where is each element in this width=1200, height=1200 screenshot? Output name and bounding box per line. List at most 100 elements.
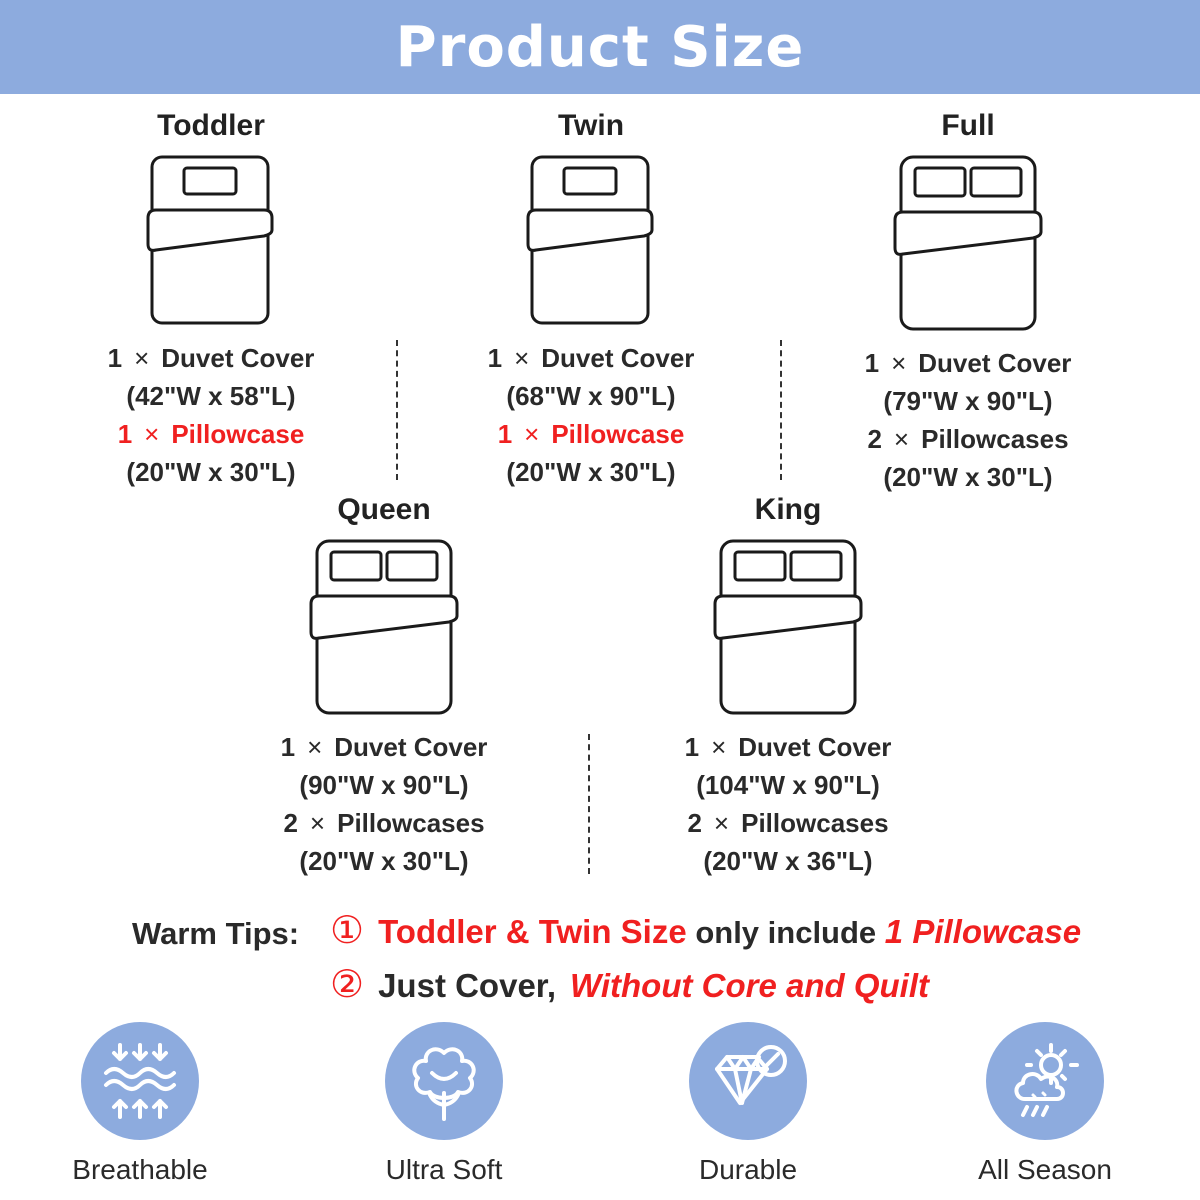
item-quantity: 1: [487, 343, 503, 373]
item-name: Pillowcase: [171, 419, 305, 449]
weather-icon: [1014, 1043, 1079, 1117]
times-sign: ×: [891, 348, 907, 378]
tip-text: Just Cover,: [378, 967, 556, 1004]
size-twin: Twin 1×Duvet Cover(68"W x 90"L)1×Pillowc…: [441, 108, 741, 491]
double-bed-icon: [309, 539, 459, 715]
times-sign: ×: [893, 424, 910, 454]
feature-label: All Season: [978, 1154, 1112, 1185]
item-quantity: 2: [867, 424, 882, 454]
spec-list: 1 × Duvet Cover (104"W x 90"L) 2 × Pillowcases…: [638, 728, 938, 880]
times-sign: ×: [134, 343, 150, 373]
dimension-line: (20"W x 30"L): [506, 457, 676, 487]
warm-tips: Warm Tips: ① Toddler & Twin Size only inc…: [0, 906, 1200, 1016]
item-name: Pillowcases: [337, 808, 485, 838]
feature-durable: Durable: [638, 1022, 858, 1186]
size-name: Queen: [337, 493, 431, 526]
tip-1: ① Toddler & Twin Size only include 1 Pill…: [330, 908, 1081, 953]
single-bed-icon: [146, 155, 274, 325]
feature-icon-circle: [81, 1022, 199, 1140]
size-queen: Queen 1 × Duvet Cover (90"W x 90"L)2 × Pillow…: [234, 492, 534, 880]
size-name: King: [754, 493, 822, 526]
feature-ultra-soft: Ultra Soft: [334, 1022, 554, 1186]
dimension-line: (20"W x 30"L): [299, 846, 469, 876]
spec-list: 1 × Duvet Cover (79"W x 90"L)2 × Pillowcases (…: [818, 344, 1118, 496]
item-name: Pillowcase: [551, 419, 685, 449]
double-bed-icon: [893, 155, 1043, 331]
divider: [780, 340, 782, 480]
item-name: Pillowcases: [741, 808, 889, 838]
title-banner: Product Size: [0, 0, 1200, 94]
item-line: 1 × Duvet Cover: [234, 728, 534, 766]
item-line: 2 × Pillowcases: [818, 420, 1118, 458]
size-name: Toddler: [157, 109, 265, 142]
divider: [588, 734, 590, 874]
tip-2: ② Just Cover, Without Core and Quilt: [330, 962, 929, 1007]
item-line: 1 × Pillowcase: [61, 415, 361, 453]
times-sign: ×: [514, 343, 530, 373]
item-name: Duvet Cover: [334, 732, 488, 762]
tip-highlight: Toddler & Twin Size: [378, 913, 687, 950]
item-name: Duvet Cover: [541, 343, 695, 373]
times-sign: ×: [713, 808, 730, 838]
cotton-icon: [412, 1047, 476, 1121]
item-line: 2 × Pillowcases: [234, 804, 534, 842]
item-quantity: 1: [497, 419, 513, 449]
feature-icon-circle: [385, 1022, 503, 1140]
item-name: Duvet Cover: [161, 343, 315, 373]
dimension-line: (104"W x 90"L): [696, 770, 880, 800]
feature-label: Durable: [698, 1154, 798, 1185]
times-sign: ×: [144, 419, 160, 449]
tip-highlight: Without Core and Quilt: [570, 967, 929, 1004]
dimension-line: (20"W x 30"L): [126, 457, 296, 487]
item-line: 1 × Duvet Cover: [441, 339, 741, 377]
item-name: Duvet Cover: [738, 732, 892, 762]
size-full: Full 1 × Duvet Cover (79"W x 90"L)2 × Pillowc…: [818, 108, 1118, 496]
dimension-line: (42"W x 58"L): [126, 381, 296, 411]
feature-all-season: All Season: [935, 1022, 1155, 1186]
feature-label: Ultra Soft: [385, 1154, 503, 1185]
times-sign: ×: [711, 732, 727, 762]
item-line: 2 × Pillowcases: [638, 804, 938, 842]
item-quantity: 1: [107, 343, 123, 373]
item-quantity: 1: [280, 732, 296, 762]
times-sign: ×: [524, 419, 540, 449]
item-quantity: 1: [864, 348, 880, 378]
dimension-line: (20"W x 30"L): [883, 462, 1053, 492]
item-line: 1 × Duvet Cover: [638, 728, 938, 766]
times-sign: ×: [307, 732, 323, 762]
circled-number: ②: [330, 964, 365, 1006]
times-sign: ×: [309, 808, 326, 838]
divider: [396, 340, 398, 480]
diamond-icon: [715, 1045, 787, 1105]
single-bed-icon: [526, 155, 654, 325]
size-name: Twin: [557, 109, 625, 142]
page-title: Product Size: [395, 14, 805, 80]
feature-label: Breathable: [72, 1154, 208, 1185]
size-king: King 1 × Duvet Cover (104"W x 90"L) 2 × Pillow…: [638, 492, 938, 880]
feature-breathable: Breathable: [30, 1022, 250, 1186]
tip-text: only include: [686, 915, 885, 950]
item-line: 1 × Duvet Cover: [61, 339, 361, 377]
spec-list: 1×Duvet Cover(42"W x 58"L)1×Pillowcase(2…: [61, 339, 361, 491]
feature-icon-circle: [689, 1022, 807, 1140]
item-quantity: 2: [687, 808, 702, 838]
item-quantity: 1: [684, 732, 700, 762]
item-quantity: 1: [117, 419, 133, 449]
size-toddler: Toddler 1×Duvet Cover(42"W x 58"L)1×Pill…: [61, 108, 361, 491]
item-name: Duvet Cover: [918, 348, 1072, 378]
spec-list: 1×Duvet Cover(68"W x 90"L)1×Pillowcase(2…: [441, 339, 741, 491]
dimension-line: (79"W x 90"L): [883, 386, 1053, 416]
size-name: Full: [941, 109, 995, 142]
item-quantity: 2: [283, 808, 298, 838]
item-line: 1 × Pillowcase: [441, 415, 741, 453]
spec-list: 1 × Duvet Cover (90"W x 90"L)2 × Pillowcases (…: [234, 728, 534, 880]
feature-icon-circle: [986, 1022, 1104, 1140]
double-bed-icon: [713, 539, 863, 715]
item-line: 1 × Duvet Cover: [818, 344, 1118, 382]
tip-highlight: 1 Pillowcase: [884, 913, 1082, 950]
tips-label: Warm Tips:: [132, 916, 300, 951]
item-name: Pillowcases: [921, 424, 1069, 454]
dimension-line: (90"W x 90"L): [299, 770, 469, 800]
dimension-line: (20"W x 36"L): [703, 846, 873, 876]
circled-number: ①: [330, 910, 365, 952]
